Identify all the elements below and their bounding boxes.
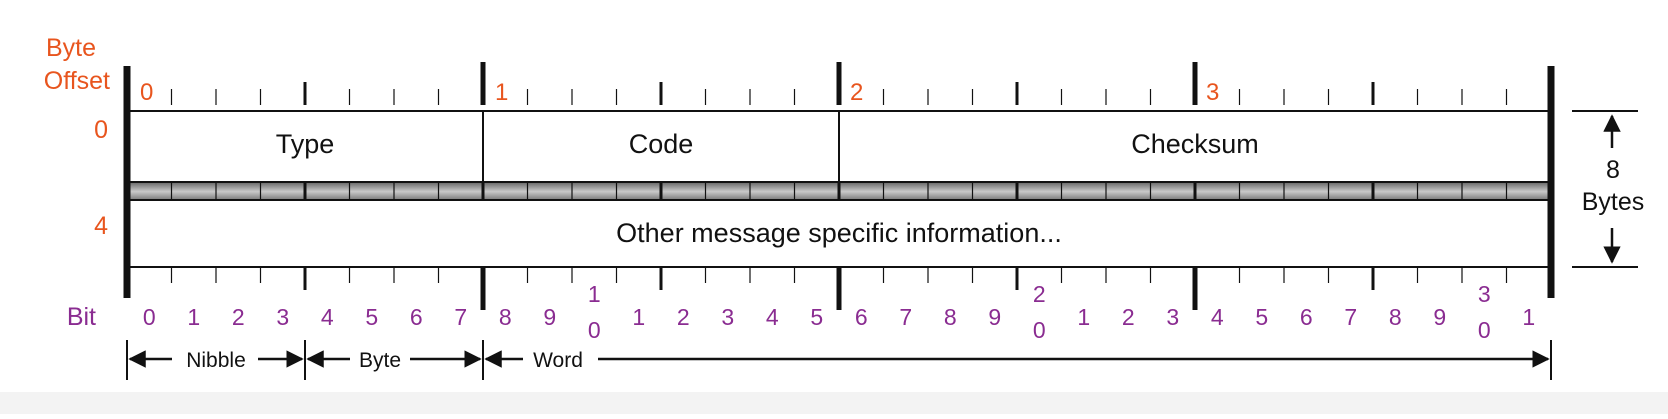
bit-number: 3 xyxy=(1166,304,1179,330)
size-number: 8 xyxy=(1606,156,1620,184)
byte-offset-label-line1: Byte xyxy=(46,34,96,62)
bit-number: 7 xyxy=(1344,304,1357,330)
span-byte-label: Byte xyxy=(359,349,401,372)
bit-number: 9 xyxy=(1433,304,1446,330)
bit-number: 6 xyxy=(1300,304,1313,330)
bit-number: 2 xyxy=(677,304,690,330)
bit-number-tens: 3 xyxy=(1478,281,1491,307)
bit-number-tens: 2 xyxy=(1033,281,1046,307)
bit-number: 4 xyxy=(766,304,779,330)
span-nibble-label: Nibble xyxy=(186,349,246,372)
field-code: Code xyxy=(629,129,694,159)
byte-marker-3: 3 xyxy=(1206,79,1219,106)
bit-number: 5 xyxy=(1255,304,1268,330)
field-type: Type xyxy=(276,129,335,159)
byte-marker-1: 1 xyxy=(495,79,508,106)
bit-number: 1 xyxy=(1522,304,1535,330)
bit-number: 7 xyxy=(454,304,467,330)
field-other-info: Other message specific information... xyxy=(616,218,1062,248)
bit-number: 7 xyxy=(899,304,912,330)
size-unit: Bytes xyxy=(1582,188,1645,216)
row-offset-0: 0 xyxy=(94,116,108,144)
byte-offset-label-line2: Offset xyxy=(44,67,110,95)
byte-marker-0: 0 xyxy=(140,79,153,106)
bit-number: 8 xyxy=(499,304,512,330)
bit-number: 6 xyxy=(410,304,423,330)
bit-number-ones: 0 xyxy=(588,317,601,343)
bit-number: 0 xyxy=(143,304,156,330)
bit-number: 3 xyxy=(276,304,289,330)
bit-number-ones: 0 xyxy=(1033,317,1046,343)
bit-number: 2 xyxy=(232,304,245,330)
bit-number: 1 xyxy=(187,304,200,330)
row-offset-4: 4 xyxy=(94,212,108,240)
bit-number: 8 xyxy=(944,304,957,330)
bottom-band xyxy=(0,392,1668,414)
bit-number: 5 xyxy=(365,304,378,330)
bit-number: 5 xyxy=(810,304,823,330)
bit-number-tens: 1 xyxy=(588,281,601,307)
bit-number: 1 xyxy=(1077,304,1090,330)
bit-number-ones: 0 xyxy=(1478,317,1491,343)
bit-number: 1 xyxy=(632,304,645,330)
gap-bit-ruler xyxy=(170,183,1508,200)
bit-number: 6 xyxy=(855,304,868,330)
bit-number: 3 xyxy=(721,304,734,330)
bit-number: 9 xyxy=(543,304,556,330)
span-word-label: Word xyxy=(533,349,583,372)
bit-number: 4 xyxy=(1211,304,1224,330)
byte-marker-2: 2 xyxy=(850,79,863,106)
bit-label: Bit xyxy=(67,303,96,331)
bottom-bit-ruler xyxy=(170,267,1508,310)
bit-number: 9 xyxy=(988,304,1001,330)
bit-number: 8 xyxy=(1389,304,1402,330)
top-bit-ruler xyxy=(170,62,1508,105)
field-checksum: Checksum xyxy=(1131,129,1259,159)
bit-number: 2 xyxy=(1122,304,1135,330)
bit-number: 4 xyxy=(321,304,334,330)
